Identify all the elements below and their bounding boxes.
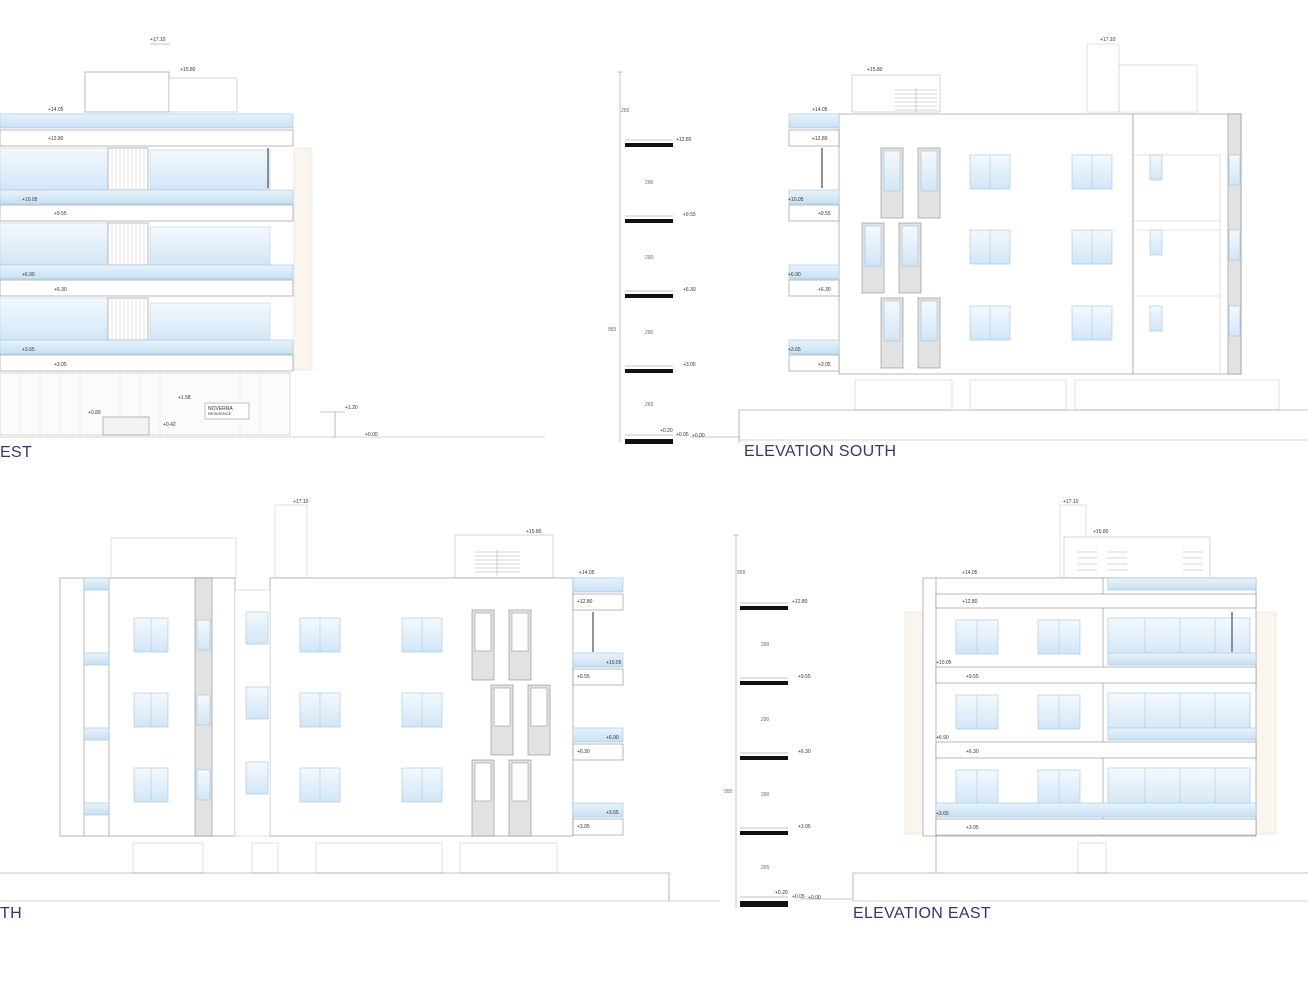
level-label: +0.00	[808, 895, 821, 901]
level-label: +3.05	[54, 362, 67, 368]
level-label: +3.05	[818, 362, 831, 368]
signage-sub: RESIDENCE	[208, 411, 232, 416]
level-label: +12.80	[676, 137, 692, 143]
level-label: +0.20	[775, 890, 788, 896]
elevation-east-title: ELEVATION EAST	[853, 905, 991, 922]
level-label: +10.05	[936, 660, 952, 666]
level-label: +6.30	[798, 749, 811, 755]
level-label: +6.30	[818, 287, 831, 293]
elevation-north-title: TH	[0, 905, 22, 922]
level-label: +17.10	[150, 37, 166, 43]
east-level-labels: +17.10 +15.80 +14.05 +12.80 +10.05 +9.55…	[936, 499, 1109, 831]
south-level-labels: +17.10 +15.80 +14.05 +12.80 +10.05 +9.55…	[788, 37, 1116, 368]
level-label: +6.90	[606, 735, 619, 741]
level-label: +10.05	[606, 660, 622, 666]
section-scale-bottom	[733, 534, 852, 908]
level-label: +6.30	[966, 749, 979, 755]
level-label: +14.05	[962, 570, 978, 576]
signage-name: NOVERRA	[208, 406, 233, 412]
level-label: +0.05	[792, 894, 805, 900]
elevation-south	[738, 43, 1308, 443]
level-label: +9.55	[683, 212, 696, 218]
elevation-north	[0, 504, 720, 902]
dimension-label: 265	[761, 865, 770, 871]
section-top-labels: +12.80 +9.55 +6.30 +3.05 +0.20 +0.05 +0.…	[608, 108, 705, 439]
level-label: +9.55	[818, 211, 831, 217]
level-label: +6.30	[577, 749, 590, 755]
level-label: +12.80	[792, 599, 808, 605]
level-label: +3.05	[577, 824, 590, 830]
level-label: +0.20	[660, 428, 673, 434]
elevation-east	[852, 504, 1308, 902]
dimension-label: 955	[724, 789, 733, 795]
level-label: +14.05	[812, 107, 828, 113]
level-label: +6.90	[936, 735, 949, 741]
level-label: +12.80	[577, 599, 593, 605]
elevation-west	[0, 43, 545, 438]
west-level-labels: +17.10 +15.80 +14.05 +12.80 +10.05 +9.55…	[22, 37, 378, 438]
dimension-label: 290	[645, 255, 654, 261]
section-bottom-labels: +12.80 +9.55 +6.30 +3.05 +0.20 +0.05 +0.…	[724, 570, 821, 901]
level-label: +0.00	[365, 432, 378, 438]
dimension-label: 955	[608, 327, 617, 333]
level-label: +17.10	[1063, 499, 1079, 505]
level-label: +1.20	[345, 405, 358, 411]
level-label: +6.30	[54, 287, 67, 293]
level-label: +0.05	[676, 432, 689, 438]
dimension-label: 290	[645, 330, 654, 336]
dimension-label: 290	[761, 792, 770, 798]
level-label: +9.55	[54, 211, 67, 217]
level-label: +3.65	[788, 347, 801, 353]
level-label: +6.30	[683, 287, 696, 293]
dimension-label: 290	[645, 180, 654, 186]
level-label: +15.80	[1093, 529, 1109, 535]
dimension-label: 265	[645, 402, 654, 408]
level-label: +12.80	[962, 599, 978, 605]
level-label: +15.80	[180, 67, 196, 73]
level-label: +12.80	[812, 136, 828, 142]
level-label: +3.05	[798, 824, 811, 830]
level-label: +6.90	[22, 272, 35, 278]
level-label: +0.42	[163, 422, 176, 428]
level-label: +14.05	[579, 570, 595, 576]
level-label: +15.80	[526, 529, 542, 535]
level-label: +3.05	[683, 362, 696, 368]
level-label: +12.80	[48, 136, 64, 142]
level-label: +3.65	[606, 810, 619, 816]
level-label: +3.65	[22, 347, 35, 353]
level-label: +6.90	[788, 272, 801, 278]
north-level-labels: +17.10 +15.80 +14.05 +12.80 +10.05 +9.55…	[293, 499, 622, 830]
level-label: +0.89	[88, 410, 101, 416]
level-label: +10.05	[788, 197, 804, 203]
level-label: +9.55	[798, 674, 811, 680]
level-label: +14.05	[48, 107, 64, 113]
level-label: +9.55	[966, 674, 979, 680]
level-label: +15.80	[867, 67, 883, 73]
dimension-label: 290	[761, 717, 770, 723]
elevation-south-title: ELEVATION SOUTH	[744, 443, 897, 460]
level-label: +3.65	[936, 811, 949, 817]
level-label: +17.10	[293, 499, 309, 505]
level-label: +3.05	[966, 825, 979, 831]
dimension-label: 265	[621, 108, 630, 114]
level-label: +1.58	[178, 395, 191, 401]
dimension-label: 290	[761, 642, 770, 648]
level-label: +9.55	[577, 674, 590, 680]
section-scale-top	[617, 71, 740, 444]
level-label: +10.05	[22, 197, 38, 203]
dimension-label: 265	[737, 570, 746, 576]
level-label: +0.00	[692, 433, 705, 439]
elevation-west-title: EST	[0, 444, 33, 461]
level-label: +17.10	[1100, 37, 1116, 43]
